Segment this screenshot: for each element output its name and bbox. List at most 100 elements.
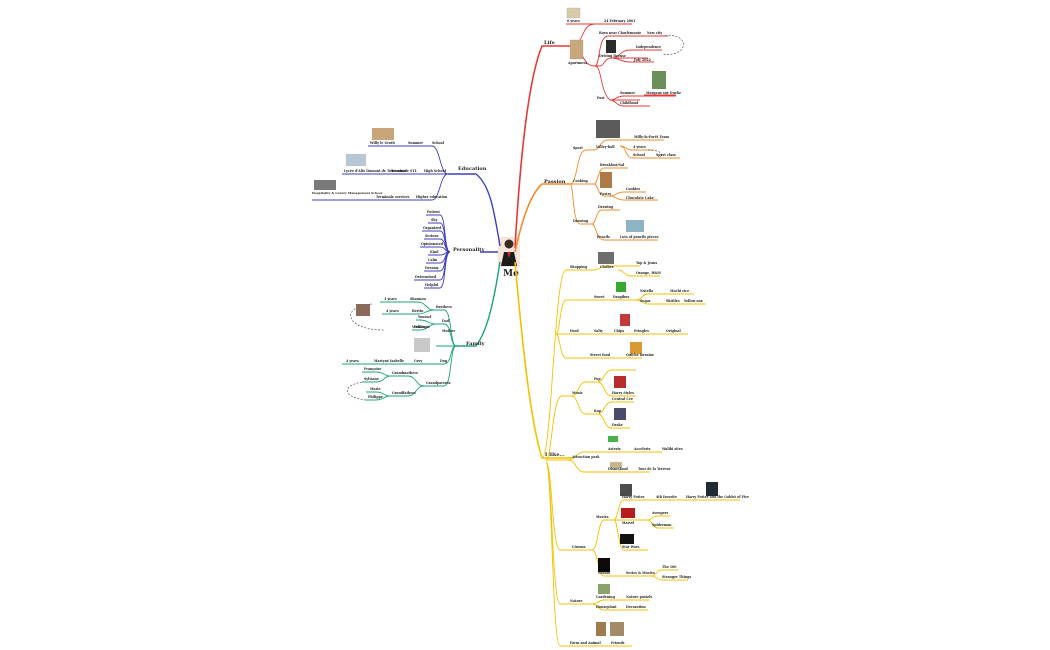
life-photos [566, 7, 666, 89]
node-label-likes-items-38: Star Wars [622, 545, 640, 549]
node-label-family-items-6: Odilon [414, 325, 427, 329]
node-label-life-items-8: Past [597, 96, 605, 100]
node-label-life-items-7: July 2022 [633, 58, 651, 62]
node-label-personality-items-0: Patient [427, 210, 440, 214]
node-label-likes-items-42: Stranger Things [662, 575, 691, 579]
node-label-family-items-3: 4 years [386, 309, 399, 313]
node-label-passion-items-10: Chocolate Cake [626, 196, 654, 200]
node-label-likes-items-3: Orange, H&M [636, 271, 661, 275]
node-label-personality-items-6: Calm [428, 258, 438, 262]
node-label-likes-items-20: Harry Styles [612, 391, 634, 395]
node-label-likes-items-27: Walibi sites [661, 447, 683, 451]
node-label-passion-items-14: Lots of pencils pieces [620, 235, 659, 239]
node-label-family-items-4: Bertin [412, 309, 424, 313]
node-label-education-items-4: Terminale STL [391, 169, 418, 173]
node-label-likes-items-17: Quiche lorraine [626, 353, 654, 357]
node-label-personality-items-7: Dreamy [425, 266, 439, 270]
node-label-likes-items-28: Disneyland [608, 467, 629, 471]
trunk-passion [514, 183, 570, 253]
node-label-passion-items-7: Breakfast/Sal [600, 163, 625, 167]
node-label-education-items-3: Lycée d'Alix Dumont de Tournemer [344, 169, 407, 173]
node-label-likes-items-33: 4th favorite [656, 495, 677, 499]
node-label-likes-items-26: Accelerix [633, 447, 651, 451]
node-label-education-items-0: Willy le Groth [369, 141, 395, 145]
node-label-likes-items-23: Drake [612, 423, 623, 427]
node-label-education-items-5: High School [424, 169, 447, 173]
node-label-family-items-18: Marie [370, 387, 381, 391]
node-label-likes-items-41: The 100 [662, 565, 677, 569]
node-label-life-items-1: 24 February 2001 [604, 19, 635, 23]
node-label-life-items-2: Born near Charlemonte [599, 31, 641, 35]
personality-labels: Personality Patient Shy Organized Seriou… [415, 210, 486, 287]
node-label-likes-items-19: Pop [594, 377, 601, 381]
trunk-family [456, 261, 501, 347]
node-label-family-items-16: Sylviane [364, 377, 379, 381]
node-label-life-items-11: Childhood [620, 101, 639, 105]
passion-photos [596, 120, 644, 232]
family-loop-2 [347, 381, 367, 401]
node-label-likes-items-29: Tour de la Terreur [638, 467, 671, 471]
node-label-family-items-12: Grey [414, 359, 422, 363]
node-label-family-items-20: Philippe [368, 395, 383, 399]
node-label-likes-items-44: Gardening [596, 595, 616, 599]
life-loop [661, 35, 684, 55]
node-label-likes-items-10: Skittles [666, 299, 680, 303]
node-label-likes-items-14: Pringles [634, 329, 649, 333]
node-label-passion-items-6: Cooking [573, 179, 589, 183]
node-label-passion-items-3: 4 years [633, 145, 646, 149]
node-label-life-items-5: Independence [636, 45, 661, 49]
node-label-likes-items-45: Nature pastels [626, 595, 652, 599]
node-label-personality-items-9: Helpful [425, 283, 439, 287]
node-label-likes-items-0: Shopping [570, 265, 588, 269]
node-label-life-items-3: New city [647, 31, 662, 35]
node-label-likes-items-47: Decoration [626, 605, 646, 609]
node-label-education-items-2: School [432, 141, 445, 145]
node-label-passion-items-9: Cookies [626, 187, 640, 191]
node-label-life-items-10: Margaux sur Ouche [646, 91, 681, 95]
node-label-likes-items-48: Farm and Animal [570, 641, 601, 645]
node-label-family-items-15: Grandmothers [392, 371, 418, 375]
node-label-likes-items-46: Houseplant [596, 605, 617, 609]
passion-title: Passion [544, 179, 566, 185]
node-label-likes-items-9: Sugar [640, 299, 651, 303]
node-label-personality-items-5: Kind [430, 250, 439, 254]
node-label-education-items-6: Hospitality & Luxury Management School [312, 191, 383, 195]
node-label-education-items-7: Terminale services [376, 195, 410, 199]
node-label-likes-items-43: Nature [570, 599, 582, 603]
node-label-likes-items-8: Mochi rice [670, 289, 689, 293]
education-photos [314, 128, 394, 190]
node-label-family-items-19: Grandfathers [392, 391, 416, 395]
branch-family [342, 301, 457, 401]
node-label-personality-items-8: Determined [415, 275, 437, 279]
passion-loop [647, 149, 662, 158]
node-label-life-items-6: Driving license [599, 54, 626, 58]
node-label-family-items-11: Martyné Isabelle [374, 359, 404, 363]
education-labels: Education Willy le Groth Summer School L… [312, 141, 487, 199]
node-label-education-items-8: Higher education [416, 195, 448, 199]
likes-title: I like... [545, 452, 565, 458]
likes-labels: I like... Shopping Clothes Top & Jeans O… [545, 261, 749, 645]
node-label-family-items-2: Shannon [410, 297, 426, 301]
node-label-passion-items-12: Drawing [598, 205, 614, 209]
branch-personality [414, 214, 451, 289]
node-label-likes-items-2: Top & Jeans [636, 261, 657, 265]
node-label-likes-items-21: Rap [594, 409, 602, 413]
likes-photos [596, 252, 718, 636]
node-label-family-items-5: Youssef [417, 315, 432, 319]
node-label-life-items-4: Apartment [567, 61, 588, 65]
node-label-likes-items-16: Street food [590, 353, 611, 357]
node-label-likes-items-7: Nutella [640, 289, 653, 293]
node-label-family-items-7: Dad [442, 319, 450, 323]
node-label-personality-items-2: Organized [423, 226, 442, 230]
node-label-likes-items-12: Salty [594, 329, 603, 333]
node-label-likes-items-39: Netflix [598, 571, 610, 575]
node-label-likes-items-35: Marvel [622, 521, 635, 525]
node-label-family-items-13: Dog [440, 359, 448, 363]
family-photos [356, 304, 430, 352]
node-label-likes-items-4: Food [570, 329, 579, 333]
node-label-likes-items-25: Asterix [607, 447, 621, 451]
node-label-likes-items-36: Avengers [651, 511, 668, 515]
node-label-life-items-9: Summer [620, 91, 635, 95]
node-label-likes-items-15: Original [666, 329, 681, 333]
